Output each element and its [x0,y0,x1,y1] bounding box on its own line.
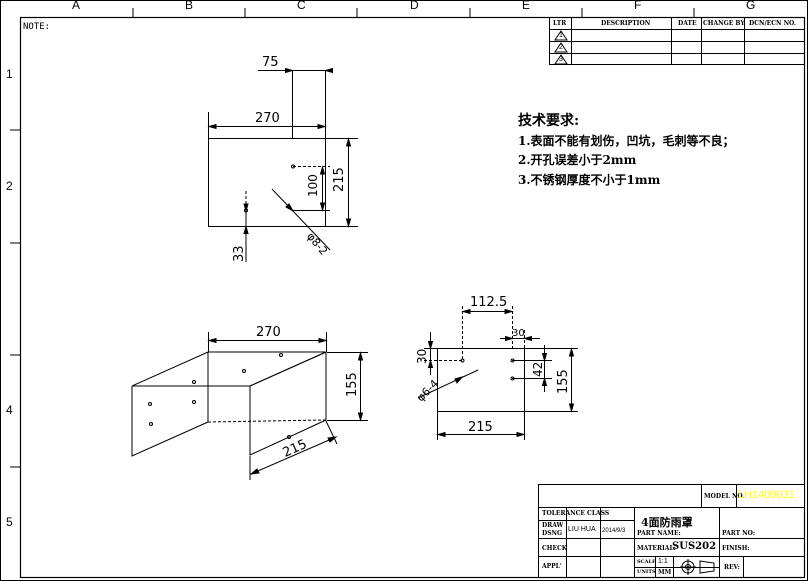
row-label-4: 4 [6,403,13,417]
row-label-1: 1 [6,67,13,81]
rev-header-change-by: CHANGE BY [703,20,745,27]
column-label-e: E [522,0,531,12]
part-name-label: PART NAME: [637,530,681,537]
tech-item-1: 1.表面不能有划伤，凹坑，毛刺等不良； [518,134,735,148]
side-dim-offset: 112.5 [470,295,508,310]
column-label-a: A [72,0,81,12]
tech-item-2: 2.开孔误差小于2mm [518,153,637,167]
tolerance-label: TOLERANCE CLASS [542,510,610,517]
title-block [538,484,805,578]
iso-dim-height: 155 [345,372,360,397]
rev-row-1: 1 [559,32,563,39]
rev-header-date: DATE [678,20,697,27]
column-label-d: D [410,0,419,12]
check-label: CHECK [542,545,568,552]
top-dim-offset: 75 [262,55,279,70]
finish-label: FINISH: [722,545,750,552]
iso-dim-width: 270 [256,325,281,340]
side-view [417,306,578,440]
inner-border [19,16,806,579]
row-label-2: 2 [6,179,13,193]
side-dim-right: 30 [512,328,525,339]
drawing-date: 2014/9/3 [602,528,626,534]
units-label: UNITS [637,569,656,575]
material-value: SUS202 [672,541,717,552]
model-label: MODEL NO. [704,493,745,500]
dsng-label: DSNG [542,530,563,537]
rev-header-dcn: DCN/ECN NO. [749,20,797,27]
side-dim-hole: 42 [531,361,545,377]
top-dim-width: 270 [255,111,280,126]
draw-label: DRAW [542,522,564,529]
model-value: LH1409031 [738,489,795,501]
iso-view [131,332,368,480]
drawer-name: LIU HUA [568,526,596,533]
column-label-g: G [746,0,756,12]
top-dim-hole-y: 100 [306,174,320,197]
note-label: NOTE: [23,22,51,32]
appl-label: APPL' [542,563,562,570]
row-label-5: 5 [6,515,13,529]
model-value-bg [737,485,804,507]
scale-label: SCALE [637,559,656,565]
tech-title: 技术要求: [518,113,580,129]
rev-header-description: DESCRIPTION [601,20,651,27]
material-label: MATERIAL: [637,545,676,552]
rev-row-3: 3 [559,56,563,63]
top-view [207,67,358,262]
scale-value: 1:1 [658,558,668,565]
side-dim-width: 215 [468,420,493,435]
tech-item-3: 3.不锈钢厚度不小于1mm [518,173,661,187]
part-name-cn: 4面防雨罩 [641,516,693,529]
column-label-f: F [634,0,642,12]
column-label-c: C [297,0,306,12]
units-value: MM [658,569,672,576]
side-dim-top: 30 [415,348,429,364]
rev-header-ltr: LTR [553,20,567,27]
top-dim-height: 215 [332,167,347,192]
revision-table [549,17,805,65]
top-dim-hole-bottom: 33 [232,245,247,262]
row-ticks [10,129,20,468]
column-label-b: B [185,0,194,12]
side-dim-height: 155 [556,369,571,394]
part-no-label: PART NO: [722,530,756,537]
rev-label: REV: [724,564,740,571]
column-ticks [132,8,695,17]
rev-row-2: 2 [559,44,563,51]
